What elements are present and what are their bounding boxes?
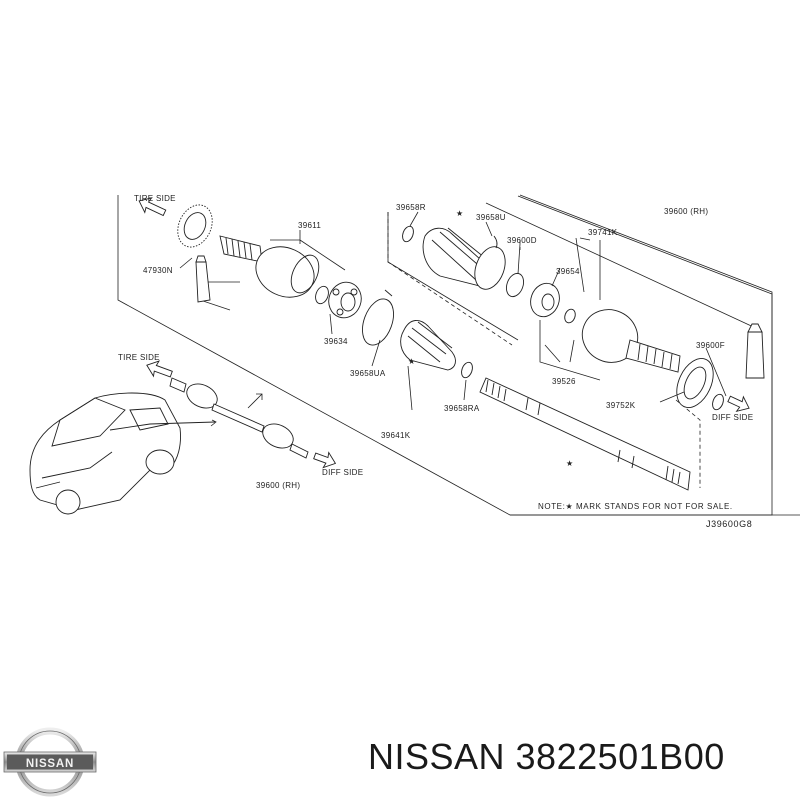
label-39526: 39526 xyxy=(552,377,576,386)
label-39658u: 39658U xyxy=(476,213,506,222)
label-diff-side-bottom: DIFF SIDE xyxy=(322,468,363,477)
arrow-diff-side-bottom xyxy=(313,451,337,469)
abs-sensor-ring xyxy=(177,204,213,248)
nissan-logo: NISSAN xyxy=(3,727,97,797)
label-47930n: 47930N xyxy=(143,266,173,275)
clip-39658ra xyxy=(461,361,473,379)
label-39741k: 39741K xyxy=(588,228,618,237)
label-39634: 39634 xyxy=(324,337,348,346)
drive-shaft xyxy=(479,377,691,491)
label-39658r: 39658R xyxy=(396,203,426,212)
note-not-for-sale: NOTE:★ MARK STANDS FOR NOT FOR SALE. xyxy=(538,502,733,511)
clip-39600f xyxy=(712,393,724,411)
label-39600rh-bottom: 39600 (RH) xyxy=(256,481,300,490)
logo-bar-inner xyxy=(7,754,93,770)
leader-lines xyxy=(179,211,727,411)
star-mark-mid: ★ xyxy=(408,357,415,366)
label-39658ra: 39658RA xyxy=(444,404,480,413)
label-tire-side-bottom: TIRE SIDE xyxy=(118,353,160,362)
label-39654: 39654 xyxy=(556,267,580,276)
arrow-tire-side-bottom xyxy=(146,360,173,378)
inner-joint-39741k xyxy=(581,309,681,373)
label-39641k: 39641K xyxy=(381,431,411,440)
label-39752k: 39752K xyxy=(606,401,636,410)
grease-tube-left xyxy=(195,255,211,303)
inner-bracket xyxy=(199,202,761,341)
car-illustration xyxy=(29,392,217,515)
circlip-39634 xyxy=(315,285,329,305)
grease-tube-right xyxy=(745,323,765,379)
label-39600rh-top: 39600 (RH) xyxy=(664,207,708,216)
label-39600f: 39600F xyxy=(696,341,725,350)
pointer-arrow-line xyxy=(247,393,263,409)
diagram-code: J39600G8 xyxy=(706,519,752,529)
snap-ring-39600d xyxy=(505,272,525,298)
label-diff-side-right: DIFF SIDE xyxy=(712,413,753,422)
boot-39641k xyxy=(400,320,456,371)
outer-joint-39611 xyxy=(219,235,320,298)
diagram-frame-edge xyxy=(510,195,773,516)
arrow-diff-side-right xyxy=(727,395,750,412)
star-mark-shaft: ★ xyxy=(566,459,573,468)
boot-band-39658ua xyxy=(362,289,394,346)
ball-cage xyxy=(328,281,362,319)
product-title: NISSAN 3822501B00 xyxy=(368,736,725,777)
inner-cage-39654 xyxy=(530,282,576,324)
label-39611: 39611 xyxy=(298,221,321,230)
label-39658ua: 39658UA xyxy=(350,369,386,378)
label-tire-side-top: TIRE SIDE xyxy=(134,194,176,203)
inner-boot-39658u xyxy=(402,225,506,290)
arrow-tire-side-top xyxy=(138,197,167,217)
seal-39752k xyxy=(676,358,714,408)
logo-text: NISSAN xyxy=(26,758,74,770)
star-mark-top: ★ xyxy=(456,209,463,218)
label-39600d: 39600D xyxy=(507,236,537,245)
shaft-assembly-small xyxy=(169,377,309,459)
